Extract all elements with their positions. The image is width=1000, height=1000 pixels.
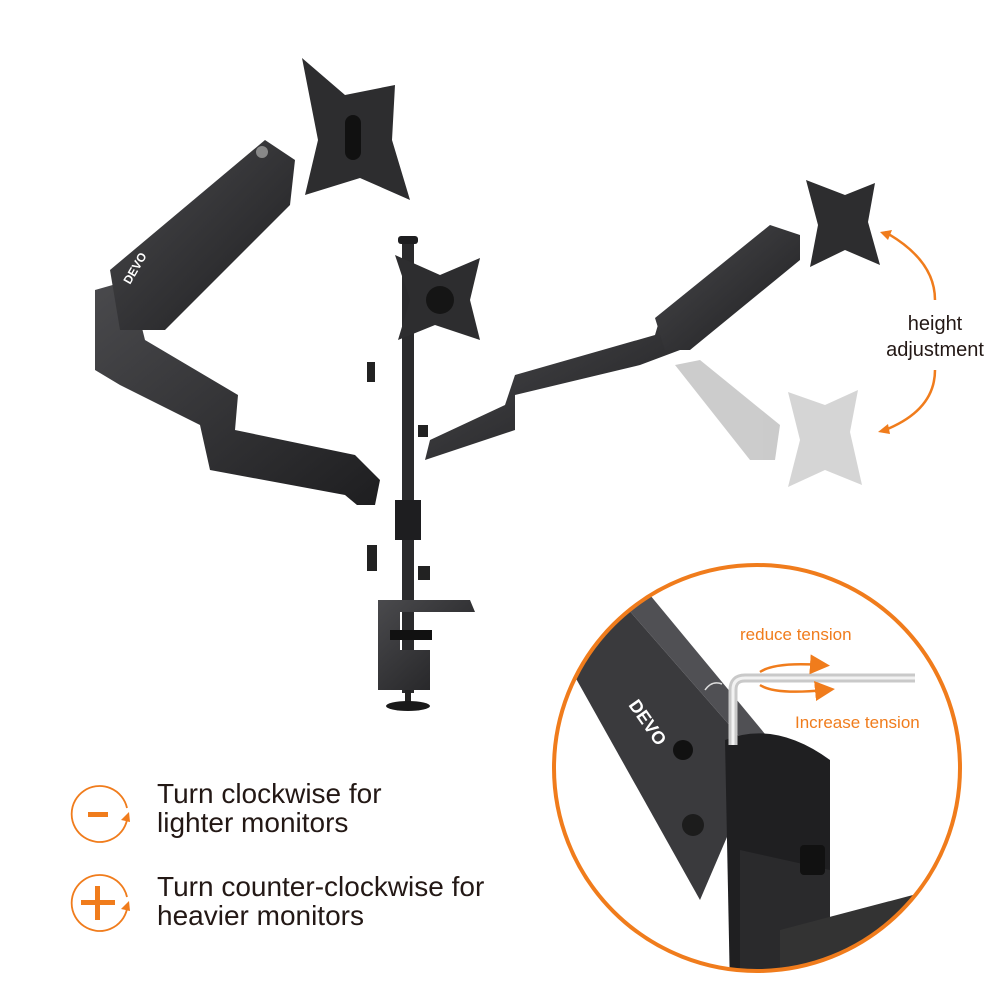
increase-tension-label: Increase tension: [795, 713, 920, 732]
increase-arrow-icon: [759, 681, 835, 701]
instruction-lighter: Turn clockwise for lighter monitors: [157, 779, 382, 837]
tension-detail-zoom: DEVO: [554, 565, 960, 971]
arrow-up-icon: [884, 230, 937, 301]
vesa-plate-right: [806, 180, 880, 267]
instruction-line: Turn counter-clockwise for: [157, 871, 485, 902]
instruction-line: Turn clockwise for: [157, 778, 382, 809]
arrow-down-icon: [884, 369, 937, 432]
instruction-line: heavier monitors: [157, 900, 364, 931]
instruction-heavier: Turn counter-clockwise for heavier monit…: [157, 872, 484, 930]
height-adjustment-label: height adjustment: [870, 311, 1000, 363]
reduce-arrow-icon: [759, 654, 830, 675]
zoom-circle-border: [552, 563, 962, 973]
reduce-tension-label: reduce tension: [740, 625, 852, 644]
plus-rotate-icon: [70, 874, 130, 932]
height-label-line2: adjustment: [886, 339, 984, 361]
instruction-line: lighter monitors: [157, 807, 349, 838]
height-label-line1: height: [907, 313, 963, 335]
desk-clamp: [378, 600, 475, 711]
left-arm: DEVO: [95, 140, 380, 505]
lowered-position-ghost: [675, 360, 862, 487]
right-arm: [425, 225, 800, 460]
center-pole: [367, 236, 430, 693]
minus-rotate-icon: [70, 785, 130, 843]
